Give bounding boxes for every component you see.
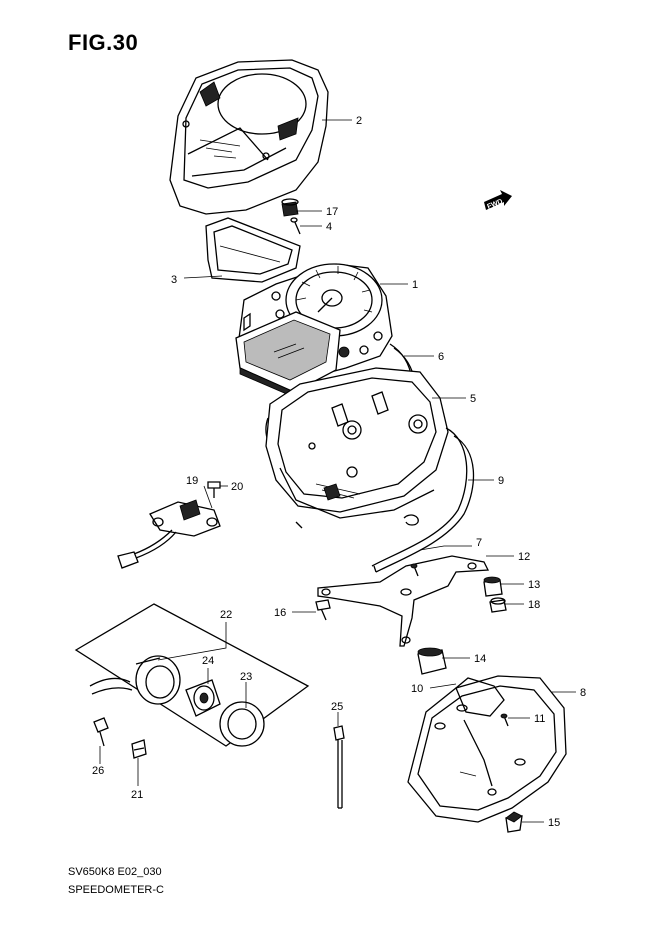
part-drive-gear-24[interactable]: [185, 679, 221, 717]
callout-19: 19: [186, 475, 198, 487]
part-screw-7[interactable]: [410, 563, 419, 577]
callout-20: 20: [231, 481, 243, 493]
callout-2: 2: [356, 115, 362, 127]
callout-13: 13: [528, 579, 540, 591]
callout-8: 8: [580, 687, 586, 699]
part-gear-housing-22[interactable]: [89, 655, 181, 705]
part-cable-tie-25[interactable]: [333, 725, 345, 809]
callout-23: 23: [240, 671, 252, 683]
callout-11: 11: [534, 713, 545, 725]
part-grommet-17[interactable]: [281, 198, 299, 217]
part-cushion-14[interactable]: [417, 647, 447, 675]
callout-17: 17: [326, 206, 338, 218]
callout-3: 3: [171, 274, 177, 286]
forward-arrow-badge: FWD: [484, 190, 512, 211]
part-meter-assembly-1[interactable]: [235, 263, 393, 399]
callout-26: 26: [92, 765, 104, 777]
part-sensor-bracket-19[interactable]: [117, 499, 221, 569]
part-collar-18[interactable]: [489, 597, 507, 613]
callout-18: 18: [528, 599, 540, 611]
diagram-code: SV650K8 E02_030: [68, 866, 162, 878]
callout-25: 25: [331, 701, 343, 713]
part-bracket-12[interactable]: [317, 555, 490, 647]
part-visor-bracket-3[interactable]: [205, 217, 301, 283]
figure-title: FIG.30: [68, 30, 139, 55]
part-bolt-16[interactable]: [315, 599, 331, 621]
part-lower-cover-8[interactable]: [407, 675, 567, 823]
part-clip-15[interactable]: [505, 811, 523, 833]
callout-15: 15: [548, 817, 560, 829]
part-screw-4[interactable]: [290, 217, 301, 235]
diagram-name: SPEEDOMETER-C: [68, 884, 164, 896]
part-grommet-13[interactable]: [483, 576, 503, 597]
part-screw-26[interactable]: [93, 717, 109, 747]
callout-9: 9: [498, 475, 504, 487]
callout-10: 10: [411, 683, 423, 695]
leader-lines: [99, 119, 576, 823]
part-screw-11[interactable]: [500, 713, 509, 727]
part-seal-ring-23[interactable]: [219, 701, 265, 747]
callout-7: 7: [476, 537, 482, 549]
callout-6: 6: [438, 351, 444, 363]
part-lower-case-5[interactable]: [265, 367, 449, 513]
callout-24: 24: [202, 655, 214, 667]
callout-labels: 2 17 4 3 1 6 5 9 19 20 7 12 13 18 16 22 …: [92, 115, 586, 829]
part-clamp-21[interactable]: [131, 739, 147, 759]
part-group-box-22: [74, 603, 310, 747]
part-meter-cover[interactable]: [169, 59, 329, 215]
callout-21: 21: [131, 789, 143, 801]
callout-5: 5: [470, 393, 476, 405]
callout-14: 14: [474, 653, 486, 665]
part-rim-9[interactable]: [279, 427, 475, 573]
callout-1: 1: [412, 279, 418, 291]
callout-4: 4: [326, 221, 332, 233]
callout-22: 22: [220, 609, 232, 621]
callout-16: 16: [274, 607, 286, 619]
part-bolt-20[interactable]: [207, 481, 221, 498]
callout-12: 12: [518, 551, 530, 563]
